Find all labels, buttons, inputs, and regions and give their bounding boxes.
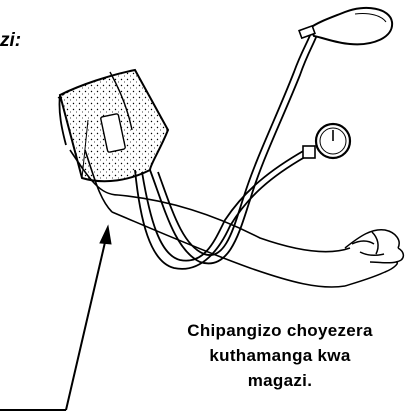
caption: Chipangizo choyezera kuthamanga kwa maga… xyxy=(145,318,414,393)
inflation-bulb xyxy=(299,8,392,44)
caption-line-2: kuthamanga kwa xyxy=(145,343,414,368)
hand xyxy=(345,230,403,286)
pressure-cuff xyxy=(58,70,168,181)
cut-off-label: zi: xyxy=(0,30,21,52)
pointer-arrow xyxy=(0,226,111,410)
pressure-gauge xyxy=(303,124,350,158)
caption-line-3: magazi. xyxy=(145,368,414,393)
caption-line-1: Chipangizo choyezera xyxy=(145,318,414,343)
